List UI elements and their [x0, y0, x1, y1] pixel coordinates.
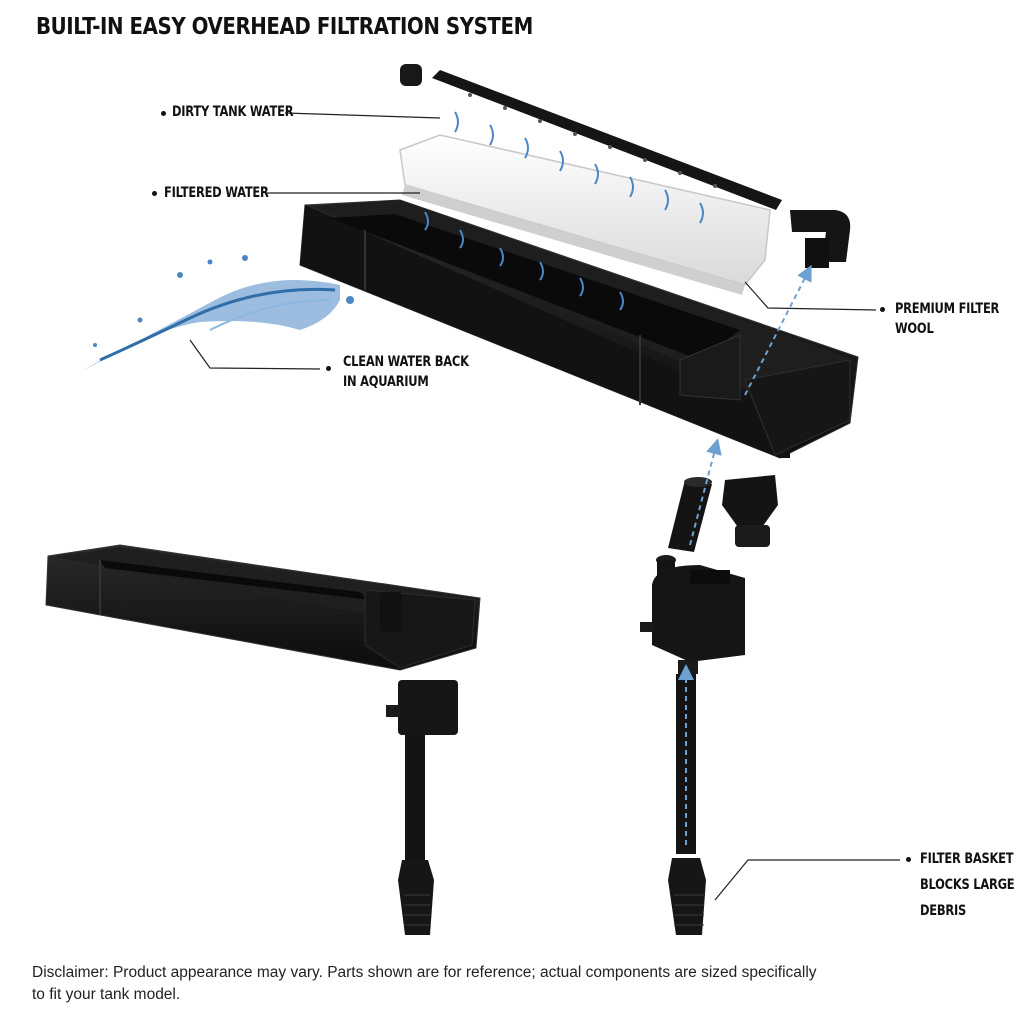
mounting-bracket [722, 475, 778, 547]
label-text: DEBRIS [920, 903, 967, 919]
spray-bar-holes [468, 93, 717, 188]
label-bullet [161, 111, 166, 116]
filter-basket-icon [668, 858, 706, 935]
elbow-connector-icon [790, 210, 851, 268]
water-splash-icon [80, 255, 354, 372]
label-bullet [880, 307, 885, 312]
pump-body [640, 555, 745, 674]
label-text: FILTERED WATER [164, 185, 269, 201]
label-filtered-water: FILTERED WATER [164, 183, 269, 203]
leader-premium-wool [744, 281, 877, 311]
label-bullet [906, 857, 911, 862]
spray-bar [400, 64, 782, 210]
label-bullet [326, 366, 331, 371]
water-drops [424, 111, 704, 311]
disclaimer-text: Disclaimer: Product appearance may vary.… [32, 962, 932, 1006]
label-clean-water: CLEAN WATER BACK IN AQUARIUM [343, 352, 469, 392]
page-title: BUILT-IN EASY OVERHEAD FILTRATION SYSTEM [36, 14, 533, 40]
disclaimer-line: Disclaimer: Product appearance may vary.… [32, 964, 817, 981]
label-dirty-tank-water: DIRTY TANK WATER [172, 102, 294, 122]
label-text: BLOCKS LARGE [920, 877, 1015, 893]
label-text: FILTER BASKET [920, 851, 1014, 867]
label-text: IN AQUARIUM [343, 374, 429, 390]
leader-lines [189, 112, 900, 901]
flow-arrow-tube [689, 438, 722, 546]
filter-tray [299, 199, 859, 459]
pump-outlet-tube [668, 477, 712, 552]
disclaimer-line: to fit your tank model. [32, 986, 181, 1003]
label-premium-filter-wool: PREMIUM FILTER WOOL [895, 299, 999, 339]
leader-clean-water [189, 339, 321, 370]
label-text: WOOL [895, 321, 934, 337]
label-bullet [152, 191, 157, 196]
label-text: DIRTY TANK WATER [172, 104, 294, 120]
label-text: CLEAN WATER BACK [343, 354, 469, 370]
leader-filter-basket [714, 859, 900, 901]
label-text: PREMIUM FILTER [895, 301, 1000, 317]
leader-dirty-water [284, 112, 441, 119]
label-filter-basket: FILTER BASKET BLOCKS LARGE DEBRIS [920, 846, 1015, 924]
filter-wool [399, 134, 771, 295]
assembled-filter-unit [45, 544, 481, 935]
